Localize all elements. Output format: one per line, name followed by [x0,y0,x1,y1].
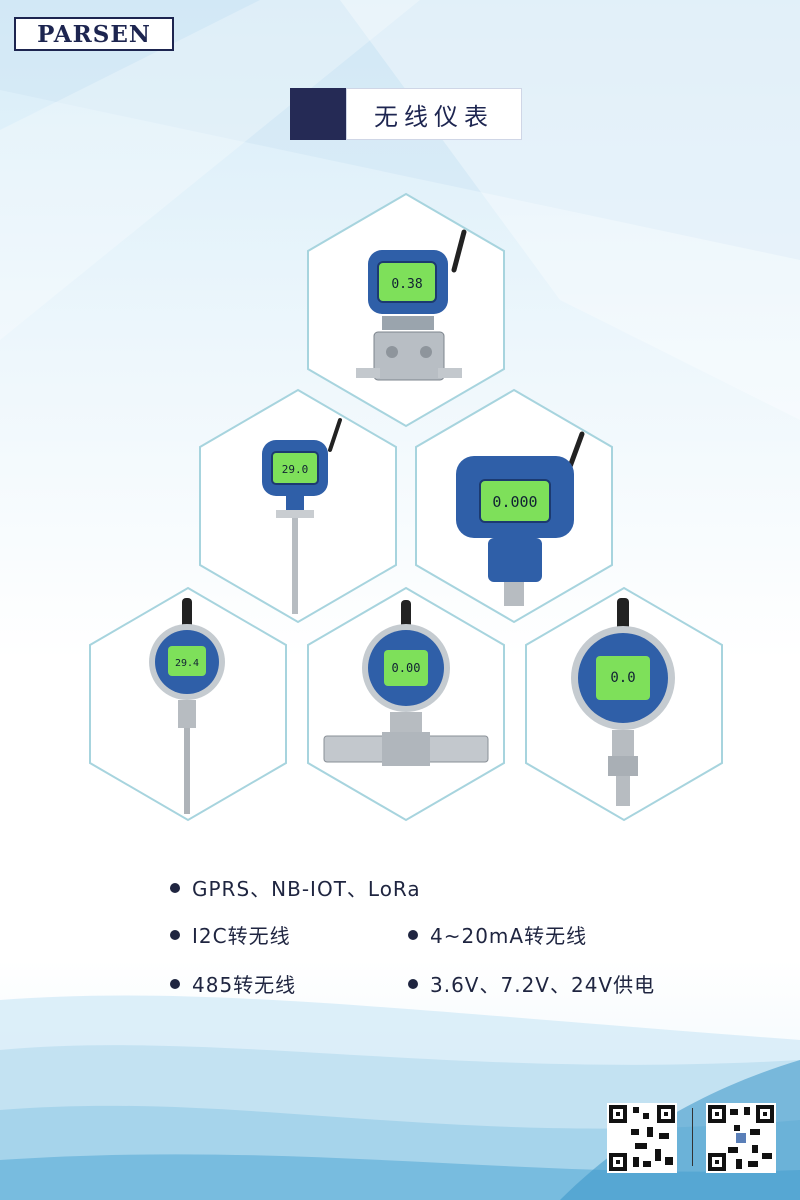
lcd-readout: 0.00 [392,661,421,675]
pressure-transmitter-image: 0.000 [456,431,585,606]
feature-item: 4~20mA转无线 [408,920,587,949]
temperature-transmitter-image: 29.0 [262,418,342,614]
lcd-readout: 29.0 [282,463,309,476]
feature-item: I2C转无线 [170,920,291,949]
product-card-pressure-transmitter[interactable]: 0.000 [414,388,614,624]
lcd-readout: 0.0 [610,670,635,686]
bullet-icon [170,978,180,989]
lcd-readout: 0.38 [391,277,422,292]
feature-text: I2C转无线 [192,924,291,948]
wireless-pressure-gauge-image: 0.0 [571,598,675,806]
bullet-icon [408,978,418,989]
qr-code-icon[interactable] [607,1103,677,1173]
feature-text: GPRS、NB-IOT、LoRa [192,877,421,901]
wireless-flowmeter-image: 0.00 [323,600,489,766]
product-card-temperature-transmitter[interactable]: 29.0 [198,388,398,624]
wireless-thermometer-image: 29.4 [149,598,225,814]
brand-logo-text: PARSEN [37,20,151,48]
lcd-readout: 29.4 [175,658,199,669]
feature-text: 3.6V、7.2V、24V供电 [430,973,656,997]
product-card-differential-pressure[interactable]: 0.38 [306,192,506,428]
qr-code-icon[interactable] [706,1103,776,1173]
title-accent [290,88,346,140]
feature-text: 485转无线 [192,973,297,997]
feature-item: 3.6V、7.2V、24V供电 [408,969,655,998]
product-card-wireless-flowmeter[interactable]: 0.00 [306,586,506,822]
feature-text: 4~20mA转无线 [430,924,588,948]
product-card-wireless-pressure-gauge[interactable]: 0.0 [524,586,724,822]
lcd-readout: 0.000 [492,493,537,511]
product-card-wireless-thermometer[interactable]: 29.4 [88,586,288,822]
bullet-icon [408,929,418,940]
brand-logo: PARSEN [14,17,174,51]
differential-pressure-transmitter-image: 0.38 [356,229,467,381]
page-title: 无线仪表 [346,88,522,140]
feature-item: GPRS、NB-IOT、LoRa [170,873,421,902]
bullet-icon [170,882,180,893]
bullet-icon [170,929,180,940]
qr-divider [692,1108,693,1166]
feature-item: 485转无线 [170,969,296,998]
page-title-block: 无线仪表 [290,88,522,140]
